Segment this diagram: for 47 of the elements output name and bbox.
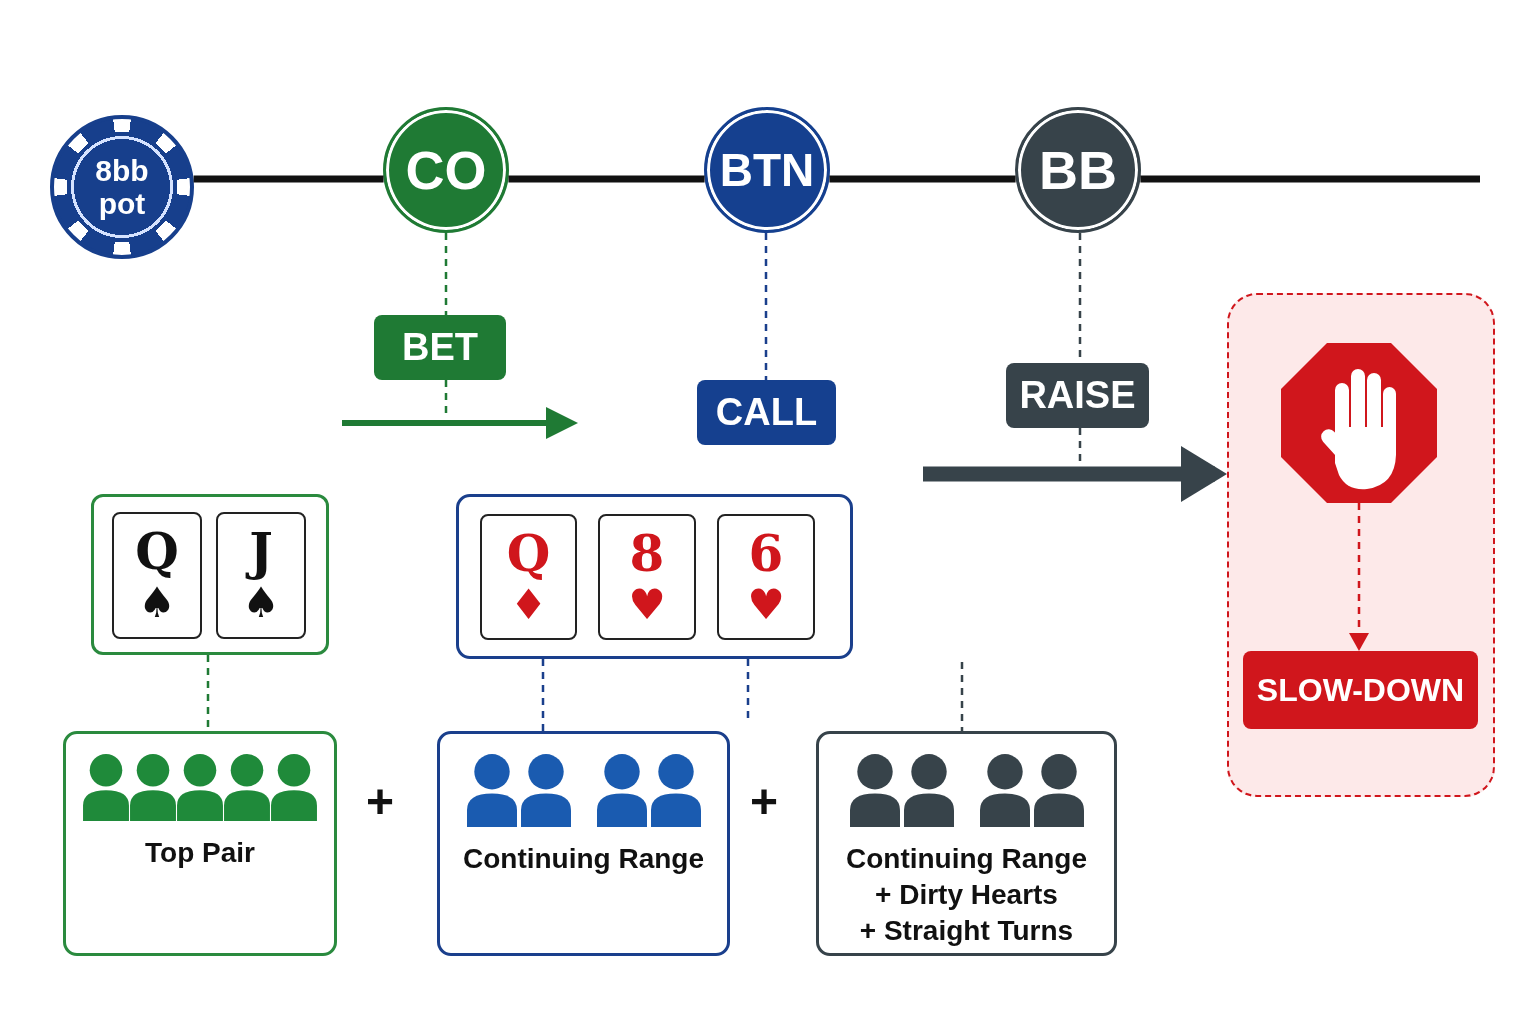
connector-line — [508, 175, 705, 183]
plus-sign: + — [366, 774, 395, 830]
playing-card — [480, 514, 577, 640]
dashed-zone — [1227, 293, 1495, 797]
action-label: CALL — [697, 380, 836, 445]
range-label: + Straight Turns — [859, 914, 1074, 948]
action-label: RAISE — [1006, 363, 1149, 428]
card-panel — [456, 494, 853, 659]
card-rank: 8 — [629, 526, 665, 582]
playing-card — [112, 512, 202, 639]
range-panel — [63, 731, 337, 956]
position-marker: BTN — [704, 107, 830, 233]
stop-hand-icon — [1281, 343, 1437, 503]
range-label: Continuing Range — [845, 842, 1088, 876]
card-suit: ♥ — [628, 582, 666, 628]
action-label: BET — [374, 315, 506, 380]
connector-line — [193, 175, 384, 183]
card-suit: ♠ — [242, 580, 280, 626]
leader-line — [541, 659, 545, 731]
position-marker: BB — [1015, 107, 1141, 233]
card-suit: ♥ — [747, 582, 785, 628]
plus-sign: + — [750, 774, 779, 830]
connector-line — [829, 175, 1016, 183]
card-rank: 6 — [748, 526, 784, 582]
range-label: Top Pair — [145, 836, 255, 870]
range-label: + Dirty Hearts — [875, 878, 1058, 912]
card-panel — [91, 494, 329, 655]
range-label: Continuing Range — [462, 842, 705, 876]
leader-line — [444, 233, 448, 315]
range-panel — [437, 731, 730, 956]
leader-line — [960, 662, 964, 731]
warning-label: SLOW-DOWN — [1243, 651, 1478, 729]
card-rank: Q — [135, 524, 179, 580]
card-suit: ♦ — [509, 582, 548, 628]
card-rank: Q — [506, 526, 551, 582]
leader-line — [1078, 428, 1082, 462]
leader-line — [746, 659, 750, 720]
position-marker: CO — [383, 107, 509, 233]
playing-card — [598, 514, 696, 640]
leader-line — [764, 233, 768, 380]
arrow — [1349, 503, 1369, 651]
poker-chip: 8bb pot — [50, 115, 194, 259]
playing-card — [216, 512, 306, 639]
range-panel — [816, 731, 1117, 956]
card-suit: ♠ — [138, 580, 176, 626]
arrow — [923, 446, 1227, 502]
playing-card — [717, 514, 815, 640]
